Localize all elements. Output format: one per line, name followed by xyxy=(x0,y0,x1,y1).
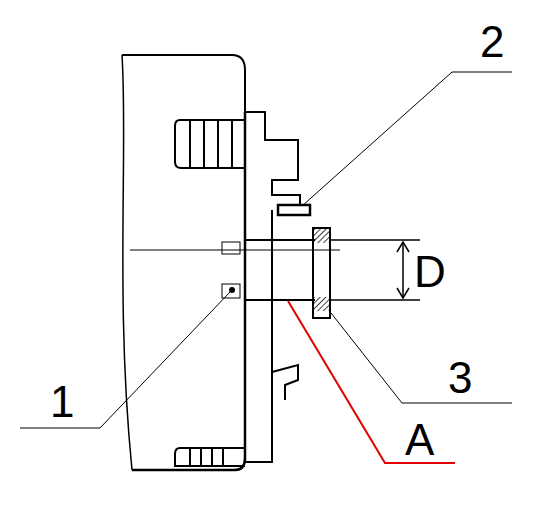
chuck-body-face xyxy=(132,112,245,470)
upper-jaw xyxy=(245,112,300,205)
callout-label: 2 xyxy=(480,20,504,64)
dimension-label: D xyxy=(414,250,446,294)
leader-line xyxy=(302,72,512,206)
chuck-body xyxy=(122,55,245,112)
shaft xyxy=(245,240,315,300)
break-line xyxy=(122,55,132,470)
clamp-part xyxy=(278,205,310,215)
callout-label: 3 xyxy=(448,356,472,400)
callout-label: A xyxy=(405,418,434,462)
pin xyxy=(222,242,240,254)
front-face xyxy=(245,210,272,462)
pin xyxy=(222,284,240,298)
dimension xyxy=(330,240,420,300)
leader-line xyxy=(331,313,512,403)
jaw-slide xyxy=(175,120,245,168)
ring xyxy=(313,228,330,318)
axis-line xyxy=(130,250,340,251)
callout-label: 1 xyxy=(50,380,74,424)
lower-jaw xyxy=(272,365,298,400)
leader-line xyxy=(288,301,455,463)
leader-line xyxy=(20,292,230,428)
lower-jaw-slide xyxy=(175,448,245,466)
